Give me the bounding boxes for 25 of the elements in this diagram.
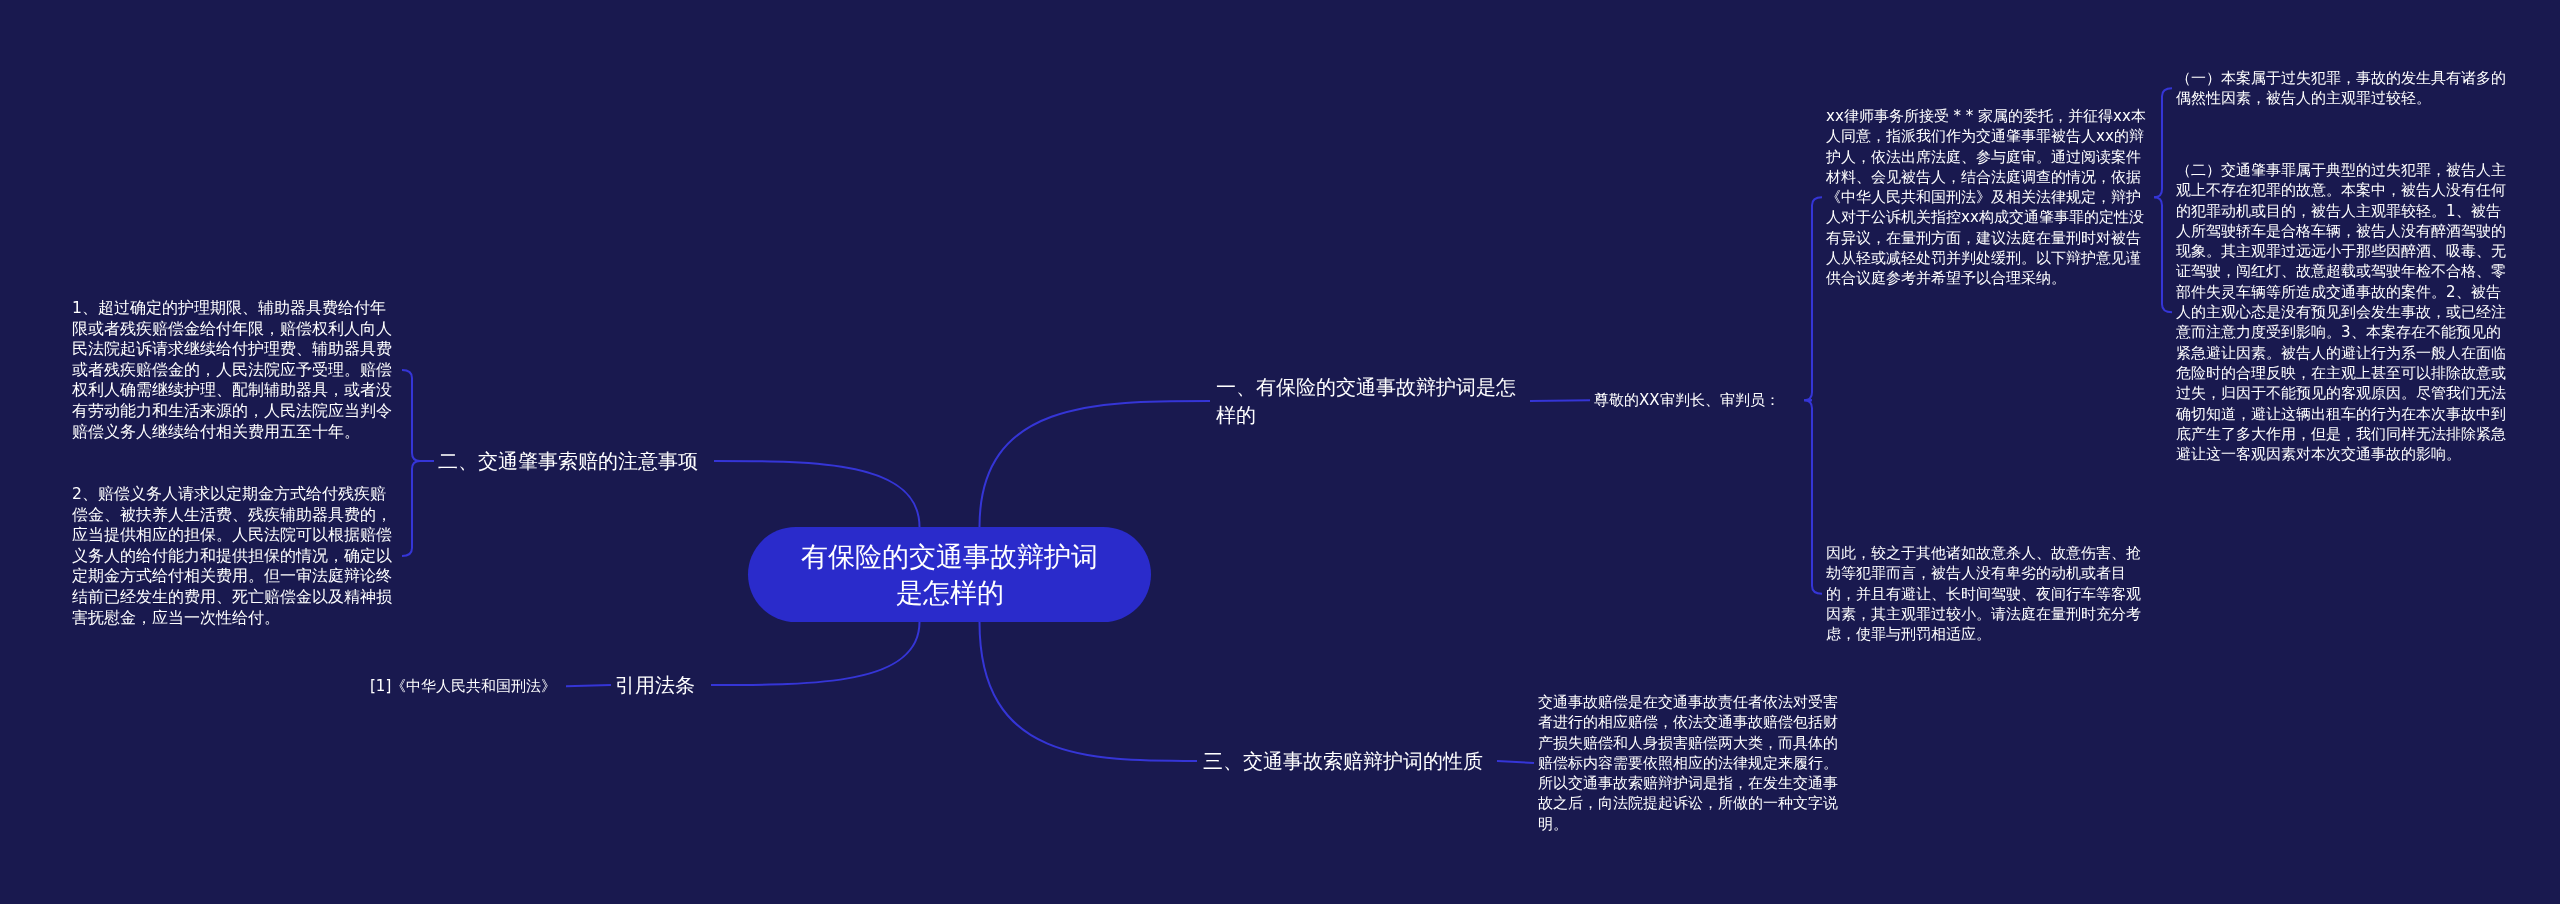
connector-line	[2153, 196, 2173, 314]
connector-line	[713, 460, 921, 528]
paragraph-text: 1、超过确定的护理期限、辅助器具费给付年限或者残疾赔偿金给付年限，赔偿权利人向人民法院起诉请求继续给付护理费、辅助器具费或者残疾赔偿金的，人民法院应予受理。赔偿权利人确需继续护理、配制辅助器具，或者没有劳动能力和生活来源的，人民法院应当判令赔偿义务人继续给付相关费用五至十年。	[72, 298, 398, 443]
paragraph-text: （二）交通肇事罪属于典型的过失犯罪，被告人主观上不存在犯罪的故意。本案中，被告人没有任何的犯罪动机或目的，被告人主观罪较轻。1、被告人所驾驶轿车是合格车辆，被告人没有醉酒驾驶的现象。其主观罪过远远小于那些因醉酒、吸毒、无证驾驶，闯红灯、故意超载或驾驶年检不合格、零部件失灵车辆等所造成交通事故的案件。2、被告人的主观心态是没有预见到会发生事故，或已经注意而注意力度受到影响。3、本案存在不能预见的紧急避让因素。被告人的避让行为系一般人在面临危险时的合理反映，在主观上甚至可以排除故意或过失，归因于不能预见的客观原因。尽管我们无法确切知道，避让这辆出租车的行为在本次事故中到底产生了多大作用，但是，我们同样无法排除紧急避让这一客观因素对本次交通事故的影响。	[2176, 160, 2506, 465]
connector-line	[401, 460, 435, 558]
topic-label: 引用法条	[615, 671, 705, 699]
connector-line	[1496, 760, 1535, 765]
topic-label: 一、有保险的交通事故辩护词是怎样的	[1216, 373, 1526, 429]
connector-line	[2153, 87, 2173, 199]
central-topic-box: 有保险的交通事故辩护词是怎样的	[748, 527, 1151, 622]
reference-text: [1]《中华人民共和国刑法》	[370, 676, 562, 697]
connector-line	[1803, 399, 1823, 595]
paragraph-text: xx律师事务所接受 * * 家属的委托，并征得xx本人同意，指派我们作为交通肇事罪被告人xx的辩护人，依法出席法庭、参与庭审。通过阅读案件材料、会见被告人，结合法庭调查的情况，依据《中华人民共和国刑法》及相关法律规定，辩护人对于公诉机关指控xx构成交通肇事罪的定性没有异议，在量刑方面，建议法庭在量刑时对被告人从轻或减轻处罚并判处缓刑。以下辩护意见谨供合议庭参考并希望予以合理采纳。	[1826, 106, 2152, 289]
topic-label: 三、交通事故索赔辩护词的性质	[1203, 747, 1493, 775]
topic-label: 二、交通肇事索赔的注意事项	[438, 447, 708, 475]
connector-line	[565, 684, 612, 688]
paragraph-text: 2、赔偿义务人请求以定期金方式给付残疾赔偿金、被扶养人生活费、残疾辅助器具费的，应当提供相应的担保。人民法院可以根据赔偿义务人的给付能力和提供担保的情况，确定以定期金方式给付相关费用。但一审法庭辩论终结前已经发生的费用、死亡赔偿金以及精神损害抚慰金，应当一次性给付。	[72, 484, 398, 629]
connector-line	[1529, 399, 1591, 402]
connector-line	[978, 400, 1211, 528]
connector-line	[710, 621, 921, 686]
paragraph-text: 交通事故赔偿是在交通事故责任者依法对受害者进行的相应赔偿，依法交通事故赔偿包括财产损失赔偿和人身损害赔偿两大类，而具体的赔偿标内容需要依照相应的法律规定来履行。所以交通事故索赔辩护词是指，在发生交通事故之后，向法院提起诉讼，所做的一种文字说明。	[1538, 692, 1850, 835]
subtopic-label: 尊敬的XX审判长、审判员：	[1594, 390, 1808, 411]
paragraph-text: （一）本案属于过失犯罪，事故的发生具有诸多的偶然性因素，被告人的主观罪过较轻。	[2176, 68, 2506, 109]
connector-line	[978, 621, 1198, 762]
paragraph-text: 因此，较之于其他诸如故意杀人、故意伤害、抢劫等犯罪而言，被告人没有卑劣的动机或者目的，并且有避让、长时间驾驶、夜间行车等客观因素，其主观罪过较小。请法庭在量刑时充分考虑，使罪与刑罚相适应。	[1826, 543, 2152, 645]
